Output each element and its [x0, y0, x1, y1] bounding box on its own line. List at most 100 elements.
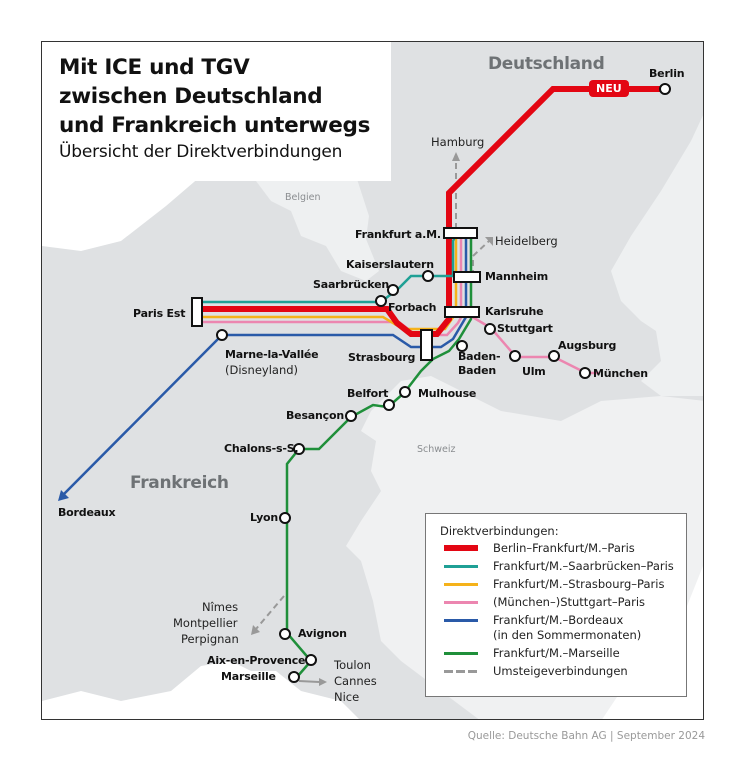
legend-swatch-red: [444, 545, 478, 551]
country-label-belgium: Belgien: [285, 192, 321, 203]
label-nimes: Nîmes: [202, 600, 239, 614]
station-mulhouse: [399, 386, 411, 398]
station-box-strasbourg: [420, 329, 433, 361]
line-frankfurt-marseille: [285, 235, 473, 678]
legend-swatch-pink: [444, 601, 478, 604]
label-heidelberg: Heidelberg: [495, 234, 558, 248]
station-besancon: [345, 410, 357, 422]
label-besancon: Besançon: [286, 409, 344, 422]
station-muenchen: [579, 367, 591, 379]
legend-label-sub: (in den Sommermonaten): [493, 628, 642, 642]
legend-label: Frankfurt/M.–Bordeaux: [493, 613, 624, 627]
legend-swatch-green: [444, 652, 478, 655]
station-berlin: [659, 83, 671, 95]
label-paris-est: Paris Est: [133, 307, 186, 320]
label-bordeaux: Bordeaux: [58, 506, 116, 519]
legend-item-marseille: Frankfurt/M.–Marseille: [440, 646, 686, 661]
legend-label: Berlin–Frankfurt/M.–Paris: [493, 541, 635, 555]
legend-item-strasbourg: Frankfurt/M.–Strasbourg–Paris: [440, 577, 686, 592]
station-belfort: [383, 399, 395, 411]
legend-title: Direktverbindungen:: [440, 524, 559, 538]
transfer-arrowheads: [251, 152, 493, 686]
legend-swatch-yellow: [444, 583, 478, 586]
label-stuttgart: Stuttgart: [497, 322, 553, 335]
source-note: Quelle: Deutsche Bahn AG | September 202…: [467, 730, 705, 742]
station-marseille: [288, 671, 300, 683]
country-label-switzerland: Schweiz: [417, 444, 456, 455]
title-line-2: zwischen Deutschland: [59, 84, 323, 109]
country-label-france: Frankreich: [130, 473, 229, 493]
label-ulm: Ulm: [522, 365, 546, 378]
label-augsburg: Augsburg: [558, 339, 617, 352]
legend-swatch-teal: [444, 565, 478, 568]
new-badge: NEU: [589, 80, 629, 97]
legend-item-bordeaux: Frankfurt/M.–Bordeaux (in den Sommermona…: [440, 613, 686, 643]
label-belfort: Belfort: [347, 387, 389, 400]
label-avignon: Avignon: [298, 627, 347, 640]
label-strasbourg: Strasbourg: [348, 351, 416, 364]
legend-swatch-blue: [444, 619, 478, 622]
station-kaiserslautern: [422, 270, 434, 282]
label-nice: Nice: [334, 690, 360, 704]
legend-swatch-dashed: [444, 670, 478, 673]
title-box: Mit ICE und TGV zwischen Deutschland und…: [42, 42, 391, 181]
label-mulhouse: Mulhouse: [418, 387, 477, 400]
country-label-germany: Deutschland: [488, 54, 605, 74]
station-box-mannheim: [453, 271, 481, 283]
label-aix-en-provence: Aix-en-Provence: [207, 654, 306, 667]
station-boxes: [191, 227, 481, 361]
station-ulm: [509, 350, 521, 362]
legend-label-group: Frankfurt/M.–Bordeaux (in den Sommermona…: [493, 613, 641, 643]
station-circles: [216, 83, 671, 683]
label-marne-la-vallee: Marne-la-Vallée: [225, 348, 319, 361]
subtitle: Übersicht der Direktverbindungen: [59, 142, 343, 162]
station-stuttgart: [484, 323, 496, 335]
station-box-karlsruhe: [444, 306, 480, 318]
legend: Direktverbindungen: Berlin–Frankfurt/M.–…: [425, 513, 687, 697]
legend-item-berlin-frankfurt-paris: Berlin–Frankfurt/M.–Paris: [440, 541, 686, 556]
label-karlsruhe: Karlsruhe: [485, 305, 544, 318]
label-kaiserslautern: Kaiserslautern: [346, 258, 434, 271]
label-baden-baden-1: Baden-: [458, 350, 501, 363]
legend-label: Frankfurt/M.–Strasbourg–Paris: [493, 577, 665, 591]
station-marne-la-vallee: [216, 329, 228, 341]
station-lyon: [279, 512, 291, 524]
title-line-1: Mit ICE und TGV: [59, 55, 250, 80]
legend-item-stuttgart: (München–)Stuttgart–Paris: [440, 595, 686, 610]
label-frankfurt: Frankfurt a.M.: [355, 228, 441, 241]
station-chalons: [293, 443, 305, 455]
station-aix-en-provence: [305, 654, 317, 666]
label-cannes: Cannes: [334, 674, 377, 688]
station-saarbruecken: [387, 284, 399, 296]
station-box-frankfurt: [443, 227, 478, 239]
label-lyon: Lyon: [250, 511, 279, 524]
station-baden-baden: [456, 340, 468, 352]
label-muenchen: München: [593, 367, 648, 380]
label-marseille: Marseille: [221, 670, 276, 683]
label-montpellier: Montpellier: [173, 616, 238, 630]
line-berlin-frankfurt-paris: [201, 86, 665, 337]
map-frame: Mit ICE und TGV zwischen Deutschland und…: [41, 41, 704, 720]
legend-item-transfer: Umsteigeverbindungen: [440, 664, 686, 679]
station-forbach: [375, 295, 387, 307]
legend-label: Frankfurt/M.–Marseille: [493, 646, 620, 660]
legend-item-saarbruecken: Frankfurt/M.–Saarbrücken–Paris: [440, 559, 686, 574]
station-box-paris-est: [191, 297, 203, 327]
label-chalons: Chalons-s-S.: [224, 442, 299, 455]
legend-label: Umsteigeverbindungen: [493, 664, 628, 678]
label-baden-baden-2: Baden: [458, 364, 496, 377]
legend-label: (München–)Stuttgart–Paris: [493, 595, 646, 609]
label-toulon: Toulon: [334, 658, 371, 672]
title-line-3: und Frankreich unterwegs: [59, 113, 371, 138]
station-avignon: [279, 628, 291, 640]
label-perpignan: Perpignan: [181, 632, 239, 646]
label-saarbruecken: Saarbrücken: [313, 278, 389, 291]
label-berlin: Berlin: [649, 67, 685, 80]
station-augsburg: [548, 350, 560, 362]
bordeaux-arrowhead: [58, 490, 69, 501]
label-mannheim: Mannheim: [485, 270, 548, 283]
label-hamburg: Hamburg: [431, 135, 485, 149]
legend-label: Frankfurt/M.–Saarbrücken–Paris: [493, 559, 674, 573]
label-forbach: Forbach: [388, 301, 437, 314]
label-disneyland: (Disneyland): [225, 363, 299, 377]
